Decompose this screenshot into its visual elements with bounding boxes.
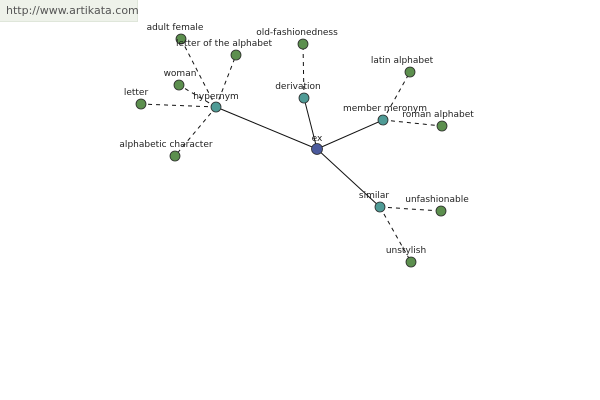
- edge-ex-hypernym: [215, 106, 318, 150]
- node-letter-of-the-alphabet[interactable]: [230, 49, 242, 61]
- label-derivation[interactable]: derivation: [275, 82, 321, 92]
- edge-similar-unfashionable: [379, 206, 442, 212]
- graph-edges: [140, 38, 443, 263]
- node-woman[interactable]: [173, 79, 185, 91]
- label-letter[interactable]: letter: [124, 88, 149, 98]
- edge-hypernym-letter: [140, 103, 217, 108]
- label-adult-female[interactable]: adult female: [147, 23, 204, 33]
- label-roman-alphabet[interactable]: roman alphabet: [402, 110, 474, 120]
- edge-ex-derivation: [303, 97, 318, 150]
- label-unstylish[interactable]: unstylish: [386, 246, 426, 256]
- label-member-meronym[interactable]: member meronym: [343, 104, 427, 114]
- node-derivation[interactable]: [298, 92, 310, 104]
- node-adult-female[interactable]: [175, 33, 187, 45]
- edge-member-meronym-latin-alphabet: [382, 71, 411, 121]
- edge-similar-unstylish: [379, 206, 412, 263]
- node-ex[interactable]: [311, 143, 323, 155]
- edge-hypernym-alphabetic-character: [174, 106, 217, 157]
- label-hypernym[interactable]: hypernym: [193, 92, 239, 102]
- graph-labels: ex hypernym derivation member meronym simila…: [119, 23, 474, 256]
- node-roman-alphabet[interactable]: [436, 120, 448, 132]
- node-unfashionable[interactable]: [435, 205, 447, 217]
- node-alphabetic-character[interactable]: [169, 150, 181, 162]
- node-hypernym[interactable]: [210, 101, 222, 113]
- label-letter-of-the-alphabet[interactable]: letter of the alphabet: [176, 39, 273, 49]
- label-latin-alphabet[interactable]: latin alphabet: [371, 56, 434, 66]
- node-similar[interactable]: [374, 201, 386, 213]
- edge-hypernym-woman: [178, 84, 217, 108]
- node-member-meronym[interactable]: [377, 114, 389, 126]
- edge-ex-similar: [316, 148, 381, 208]
- label-old-fashionedness[interactable]: old-fashionedness: [256, 28, 338, 38]
- edge-derivation-old-fashionedness: [302, 43, 305, 99]
- label-unfashionable[interactable]: unfashionable: [405, 195, 469, 205]
- graph-nodes: [135, 33, 448, 268]
- node-unstylish[interactable]: [405, 256, 417, 268]
- edge-member-meronym-roman-alphabet: [382, 119, 443, 127]
- label-similar[interactable]: similar: [359, 191, 389, 201]
- label-ex[interactable]: ex: [312, 134, 323, 144]
- label-woman[interactable]: woman: [164, 69, 197, 79]
- node-letter[interactable]: [135, 98, 147, 110]
- node-latin-alphabet[interactable]: [404, 66, 416, 78]
- source-url-banner[interactable]: http://www.artikata.com: [0, 0, 139, 22]
- edge-hypernym-letter-of-the-alphabet: [215, 54, 237, 108]
- label-alphabetic-character[interactable]: alphabetic character: [119, 140, 212, 150]
- edge-ex-member-meronym: [316, 119, 384, 150]
- node-old-fashionedness[interactable]: [297, 38, 309, 50]
